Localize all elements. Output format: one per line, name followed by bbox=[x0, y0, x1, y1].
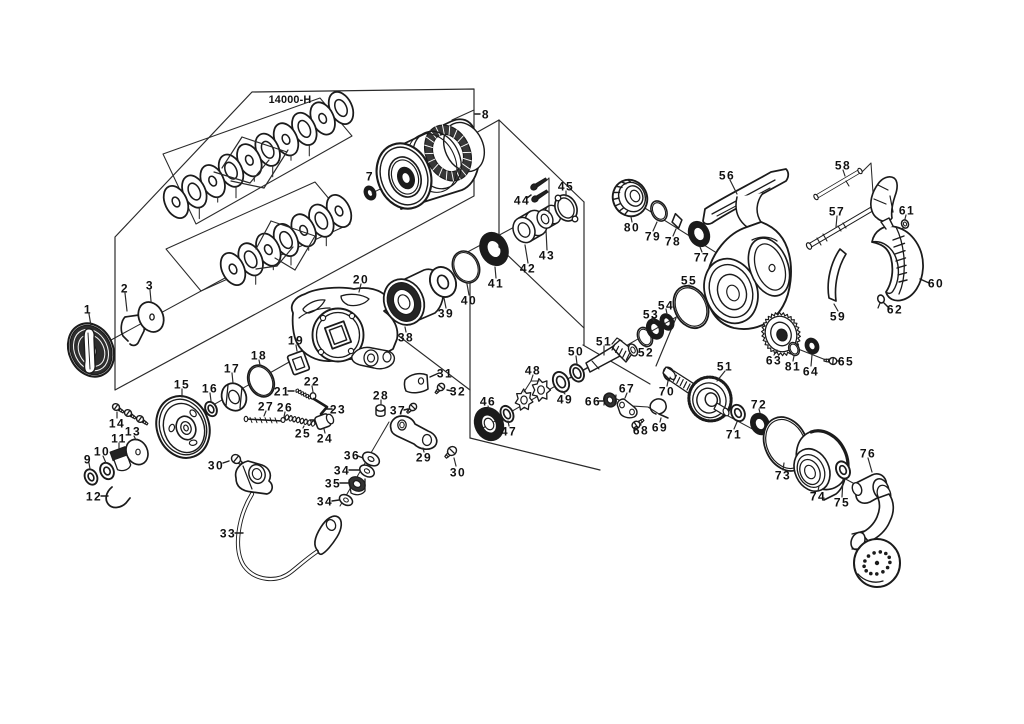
svg-text:75: 75 bbox=[834, 495, 850, 509]
svg-text:30: 30 bbox=[450, 465, 466, 479]
svg-text:79: 79 bbox=[645, 229, 661, 243]
svg-text:56: 56 bbox=[719, 168, 735, 182]
svg-text:14: 14 bbox=[109, 416, 125, 430]
svg-text:19: 19 bbox=[288, 333, 304, 347]
svg-text:57: 57 bbox=[829, 204, 845, 218]
svg-text:17: 17 bbox=[224, 361, 240, 375]
svg-text:12: 12 bbox=[86, 489, 102, 503]
svg-text:50: 50 bbox=[568, 344, 584, 358]
svg-text:70: 70 bbox=[659, 384, 675, 398]
svg-text:23: 23 bbox=[330, 402, 346, 416]
svg-text:14000-H: 14000-H bbox=[269, 94, 312, 106]
svg-text:58: 58 bbox=[835, 158, 851, 172]
svg-text:21: 21 bbox=[274, 384, 290, 398]
svg-text:77: 77 bbox=[694, 250, 710, 264]
svg-text:31: 31 bbox=[437, 366, 453, 380]
svg-text:49: 49 bbox=[557, 392, 573, 406]
svg-text:54: 54 bbox=[658, 298, 674, 312]
svg-text:33: 33 bbox=[220, 526, 236, 540]
svg-text:28: 28 bbox=[373, 388, 389, 402]
svg-text:64: 64 bbox=[803, 364, 819, 378]
svg-text:63: 63 bbox=[766, 353, 782, 367]
svg-text:2: 2 bbox=[121, 281, 129, 295]
svg-text:60: 60 bbox=[928, 276, 944, 290]
svg-text:32: 32 bbox=[450, 384, 466, 398]
svg-text:25: 25 bbox=[295, 426, 311, 440]
svg-text:61: 61 bbox=[899, 203, 915, 217]
svg-text:48: 48 bbox=[525, 363, 541, 377]
svg-text:51: 51 bbox=[596, 334, 612, 348]
svg-text:34: 34 bbox=[334, 463, 350, 477]
svg-text:72: 72 bbox=[751, 397, 767, 411]
svg-text:13: 13 bbox=[125, 424, 141, 438]
svg-text:9: 9 bbox=[84, 452, 92, 466]
svg-text:59: 59 bbox=[830, 309, 846, 323]
svg-text:7: 7 bbox=[366, 169, 374, 183]
svg-text:38: 38 bbox=[398, 330, 414, 344]
svg-text:66: 66 bbox=[585, 394, 601, 408]
svg-text:39: 39 bbox=[438, 306, 454, 320]
svg-text:67: 67 bbox=[619, 381, 635, 395]
svg-text:51: 51 bbox=[717, 359, 733, 373]
svg-text:55: 55 bbox=[681, 273, 697, 287]
svg-text:73: 73 bbox=[775, 468, 791, 482]
svg-text:27: 27 bbox=[258, 399, 274, 413]
svg-text:36: 36 bbox=[344, 448, 360, 462]
svg-text:40: 40 bbox=[461, 293, 477, 307]
svg-text:52: 52 bbox=[638, 345, 654, 359]
svg-text:34: 34 bbox=[317, 494, 333, 508]
svg-text:78: 78 bbox=[665, 234, 681, 248]
svg-text:81: 81 bbox=[785, 359, 801, 373]
svg-text:44: 44 bbox=[514, 193, 530, 207]
svg-text:62: 62 bbox=[887, 302, 903, 316]
svg-text:35: 35 bbox=[325, 476, 341, 490]
svg-text:22: 22 bbox=[304, 374, 320, 388]
svg-text:8: 8 bbox=[482, 107, 490, 121]
svg-text:47: 47 bbox=[501, 424, 517, 438]
svg-text:3: 3 bbox=[146, 278, 154, 292]
svg-text:1: 1 bbox=[84, 302, 92, 316]
svg-text:53: 53 bbox=[643, 307, 659, 321]
svg-text:37: 37 bbox=[390, 403, 406, 417]
svg-text:43: 43 bbox=[539, 248, 555, 262]
svg-text:71: 71 bbox=[726, 427, 742, 441]
svg-text:41: 41 bbox=[488, 276, 504, 290]
svg-text:65: 65 bbox=[838, 354, 854, 368]
svg-text:26: 26 bbox=[277, 400, 293, 414]
svg-text:18: 18 bbox=[251, 348, 267, 362]
svg-text:24: 24 bbox=[317, 431, 333, 445]
svg-text:42: 42 bbox=[520, 261, 536, 275]
svg-text:20: 20 bbox=[353, 272, 369, 286]
svg-text:16: 16 bbox=[202, 381, 218, 395]
svg-text:76: 76 bbox=[860, 446, 876, 460]
svg-text:80: 80 bbox=[624, 220, 640, 234]
svg-text:68: 68 bbox=[633, 423, 649, 437]
svg-text:69: 69 bbox=[652, 420, 668, 434]
svg-text:29: 29 bbox=[416, 450, 432, 464]
svg-text:46: 46 bbox=[480, 394, 496, 408]
svg-text:45: 45 bbox=[558, 179, 574, 193]
svg-text:30: 30 bbox=[208, 458, 224, 472]
svg-text:74: 74 bbox=[810, 489, 826, 503]
svg-text:15: 15 bbox=[174, 377, 190, 391]
svg-text:10: 10 bbox=[94, 444, 110, 458]
svg-text:11: 11 bbox=[111, 431, 127, 445]
